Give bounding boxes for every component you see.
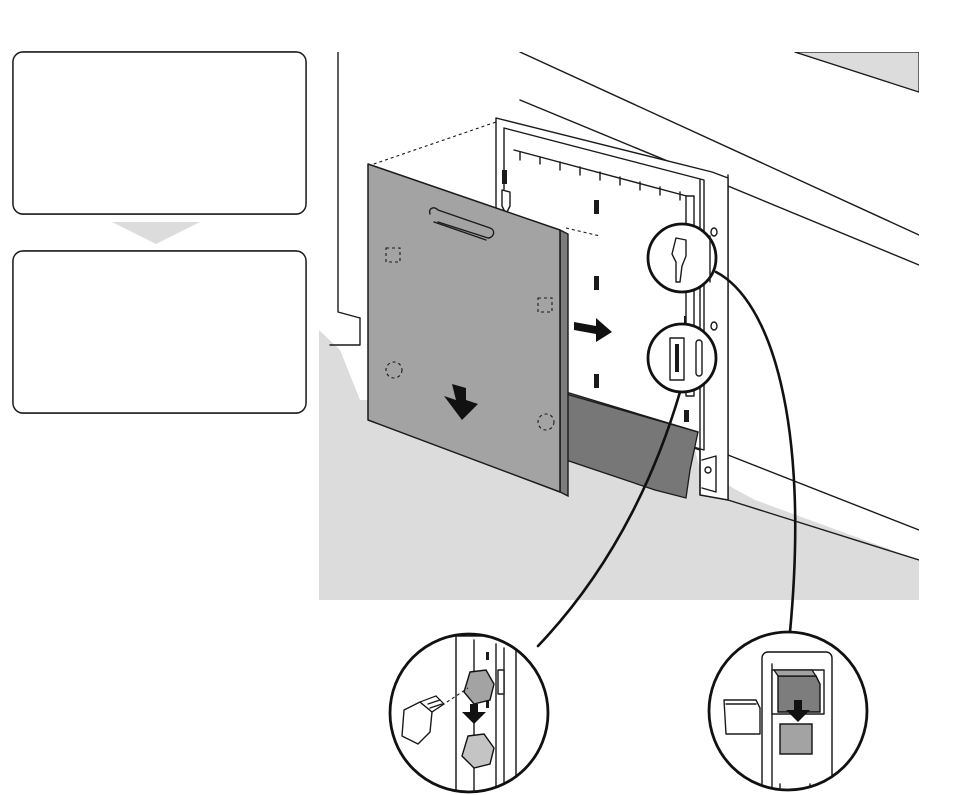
installed-door-panel [12, 250, 307, 414]
step-arrow-icon [112, 222, 200, 244]
connector-line-right [714, 270, 797, 634]
door-panel [367, 163, 569, 498]
right-arrow-icon [574, 318, 612, 342]
frame-ruler [519, 151, 681, 201]
main-installation-scene [319, 52, 919, 600]
zoom-detail-clip-left [388, 632, 550, 794]
connector-line-left [536, 390, 682, 648]
clip-piece [463, 669, 495, 705]
zoom-detail-clip-right [707, 630, 869, 792]
clip-piece [461, 733, 495, 769]
down-arrow-icon [444, 384, 478, 420]
clip-piece [779, 723, 813, 755]
screw-length-panel [12, 51, 307, 215]
down-arrow-icon [786, 700, 810, 722]
detail-highlight-bottom [646, 322, 718, 394]
detail-highlight-top [646, 222, 718, 294]
down-arrow-icon [462, 704, 486, 724]
